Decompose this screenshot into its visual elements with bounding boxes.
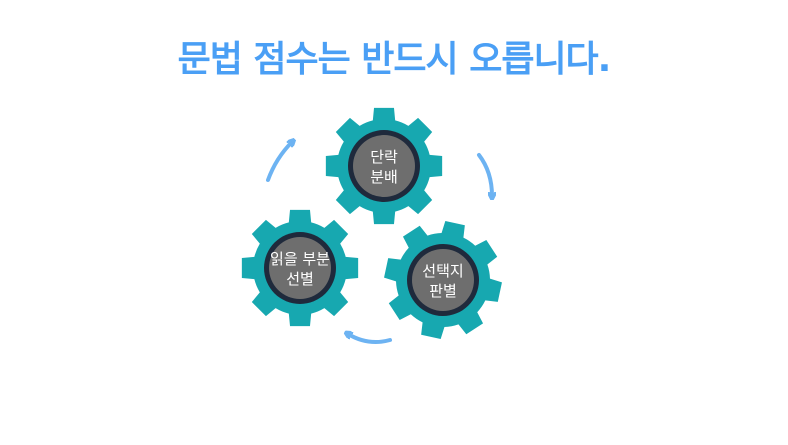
gear-top	[325, 107, 443, 225]
gear-right	[384, 221, 502, 339]
gear-hub	[269, 237, 331, 299]
gear-label-right: 선택지 판별	[398, 261, 488, 301]
cycle-arrow-bottom-left	[348, 334, 392, 344]
gear-label-line: 선별	[286, 270, 314, 288]
gear-hub	[353, 135, 415, 197]
cycle-arrow-left-up	[266, 142, 292, 182]
gear-label-top: 단락 분배	[339, 147, 429, 187]
gear-left	[241, 209, 359, 327]
gear-label-line: 판별	[429, 282, 457, 300]
gear-label-line: 선택지	[422, 262, 464, 280]
gear-label-line: 읽을 부분	[270, 250, 330, 268]
gear-hub	[412, 249, 474, 311]
gear-label-line: 단락	[370, 148, 398, 166]
page-title: 문법 점수는 반드시 오릅니다.	[177, 39, 612, 80]
cycle-arrow-right-down	[477, 153, 492, 196]
gear-label-line: 분배	[370, 168, 398, 186]
gear-label-left: 읽을 부분 선별	[255, 249, 345, 289]
